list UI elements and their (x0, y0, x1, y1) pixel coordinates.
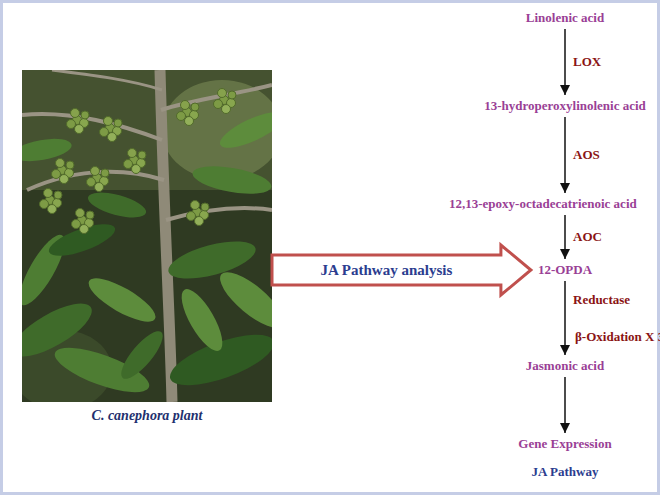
berry-cluster (67, 109, 90, 134)
block-arrow (272, 245, 531, 295)
berry-cluster (214, 89, 237, 114)
berry-cluster (124, 149, 147, 174)
photo-caption: C. canephora plant (24, 408, 270, 424)
enzyme-label: LOX (573, 54, 601, 70)
berry-cluster (100, 117, 123, 142)
compound-name: 13-hydroperoxylinolenic acid (484, 98, 646, 114)
leaf (212, 264, 272, 337)
branch (52, 70, 162, 90)
berry-cluster (177, 101, 200, 126)
leaf (165, 234, 260, 286)
compound-node: Linolenic acid (524, 10, 606, 26)
berry-cluster (52, 159, 75, 184)
enzyme-label: AOC (573, 229, 602, 245)
compound-node: 13-hydroperoxylinolenic acid (482, 98, 648, 114)
trunk (160, 70, 172, 402)
leaf (22, 135, 73, 165)
compound-node: 12-OPDA (536, 262, 594, 278)
reaction-arrow (564, 117, 566, 193)
leaf (85, 188, 148, 223)
reaction-arrow (564, 215, 566, 259)
reaction-arrow (564, 29, 566, 95)
compound-name: Gene Expression (518, 436, 611, 452)
leaf (115, 326, 169, 385)
compound-name: 12-OPDA (538, 262, 592, 278)
leaf (191, 161, 272, 199)
photo-panel: C. canephora plant (22, 70, 272, 424)
compound-name: 12,13-epoxy-octadecatrienoic acid (449, 196, 650, 212)
compound-node: 12,13-epoxy-octadecatrienoic acid (447, 196, 652, 212)
leaf (83, 271, 161, 330)
compound-node: Jasmonic acid (524, 358, 606, 374)
compound-name: Linolenic acid (526, 10, 604, 26)
enzyme-label: Reductase (573, 292, 630, 308)
compound-node: Gene Expression (516, 436, 613, 452)
compound-name: Jasmonic acid (526, 358, 604, 374)
enzyme-label: AOS (573, 147, 600, 163)
branch (166, 208, 272, 220)
pathway-caption: JA Pathway (532, 464, 599, 480)
berry-cluster (40, 189, 63, 214)
reaction-arrow (564, 281, 566, 355)
berry-cluster (87, 167, 110, 192)
berry-cluster (72, 209, 95, 234)
berry-cluster (187, 201, 210, 226)
enzyme-label: β-Oxidation X 3 (575, 329, 660, 345)
branch (22, 114, 162, 140)
leaf (174, 284, 230, 357)
reaction-arrow (564, 377, 566, 433)
plant-photo (22, 70, 272, 402)
arrow-label: JA Pathway analysis (321, 262, 453, 278)
